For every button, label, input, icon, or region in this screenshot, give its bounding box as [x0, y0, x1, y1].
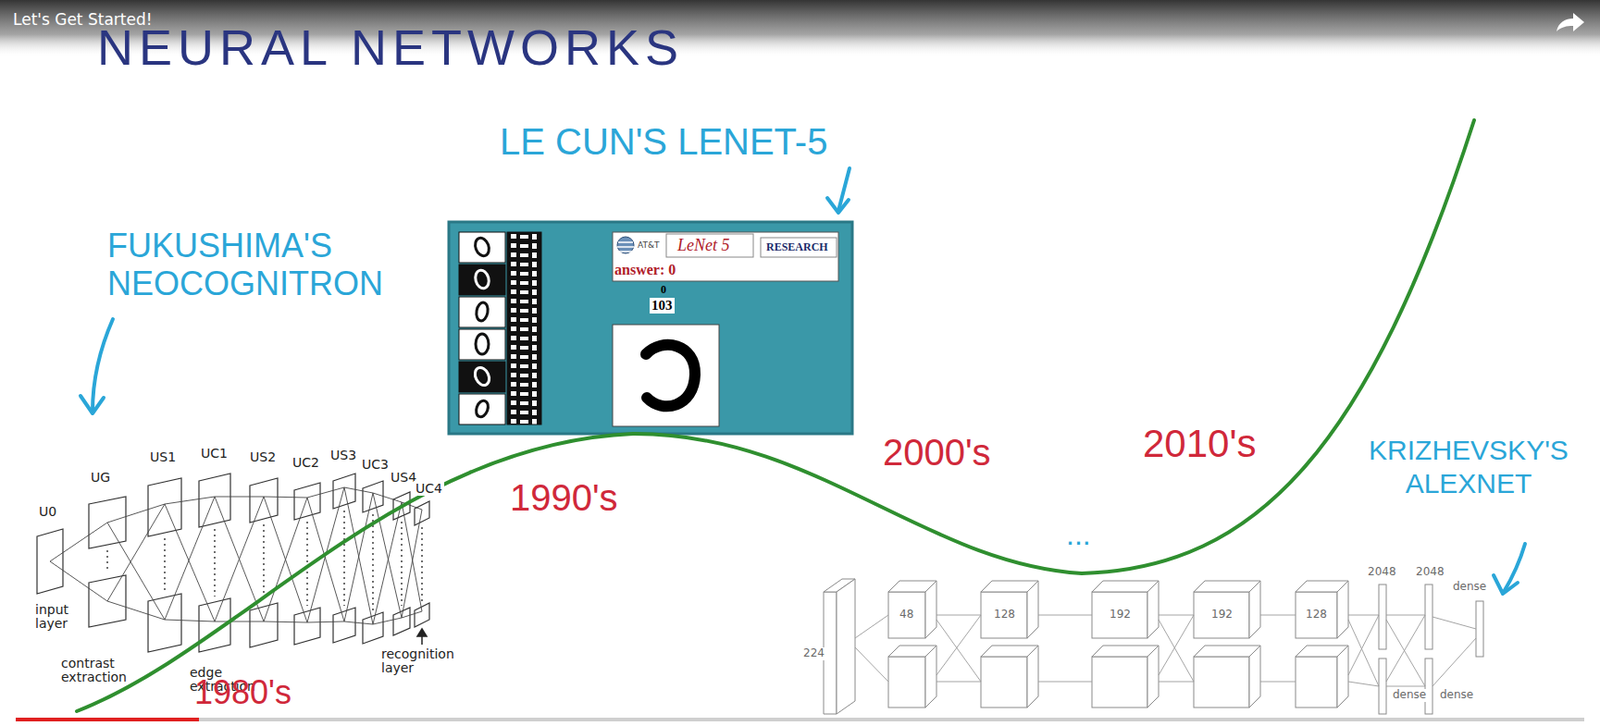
layer-label: US2: [248, 449, 278, 465]
dimension-label: 2048: [1413, 566, 1447, 580]
layer-label: U0: [37, 504, 59, 520]
dimension-label: 192: [1209, 608, 1235, 622]
layer-label: UC4: [413, 481, 445, 497]
progress-played: [15, 718, 199, 722]
layer-label: UC3: [359, 457, 391, 472]
callout-arrows: [80, 168, 1526, 595]
decade-label: 1980's: [194, 673, 292, 712]
decade-label: 2000's: [882, 431, 992, 474]
dimension-label: 48: [897, 608, 916, 622]
digit-label: 103: [649, 297, 675, 314]
layer-type-label: dense: [1438, 689, 1476, 703]
decade-label: 1990's: [509, 476, 619, 520]
screen-label: RESEARCH: [766, 241, 829, 255]
progress-track: [15, 718, 1585, 722]
lenet-screenshot: [448, 222, 853, 435]
ellipsis: ...: [1066, 518, 1092, 553]
dimension-label: 192: [1107, 608, 1133, 622]
alexnet-links: [855, 615, 1476, 687]
layer-type-label: dense: [1390, 689, 1428, 703]
digit-label: 0: [660, 284, 667, 298]
layer-type-label: dense: [1451, 581, 1489, 595]
dimension-label: 224: [801, 647, 827, 661]
neocognitron-figure: [37, 473, 430, 653]
decade-label: 2010's: [1142, 421, 1256, 467]
answer-text: answer: 0: [614, 261, 676, 279]
callout-label: LE CUN'S LENET-5: [499, 120, 828, 163]
dimension-label: 128: [992, 608, 1018, 622]
layer-label: UG: [88, 470, 112, 485]
logo-text: AT&T: [637, 240, 659, 250]
layer-caption: contrast extraction: [61, 657, 149, 686]
callout-label: KRIZHEVSKY'S ALEXNET: [1342, 434, 1595, 501]
alexnet-figure: [823, 579, 1484, 715]
dimension-label: 128: [1303, 608, 1329, 622]
layer-caption: recognition layer: [381, 647, 467, 677]
diagram-title: NEURAL NETWORKS: [97, 18, 684, 76]
layer-label: UC2: [290, 455, 322, 471]
callout-label: FUKUSHIMA'S NEOCOGNITRON: [107, 226, 422, 304]
layer-label: US3: [328, 447, 359, 463]
trend-curve: [76, 120, 1475, 712]
layer-label: US1: [148, 449, 178, 465]
neocognitron-links: [49, 487, 422, 625]
recognition-arrow: [417, 629, 427, 645]
dimension-label: 2048: [1365, 566, 1399, 580]
layer-label: UC1: [198, 446, 230, 461]
video-title: Let's Get Started!: [12, 11, 153, 30]
screen-title: LeNet 5: [677, 235, 731, 256]
layer-caption: input layer: [35, 603, 91, 633]
share-icon: [1556, 12, 1585, 32]
